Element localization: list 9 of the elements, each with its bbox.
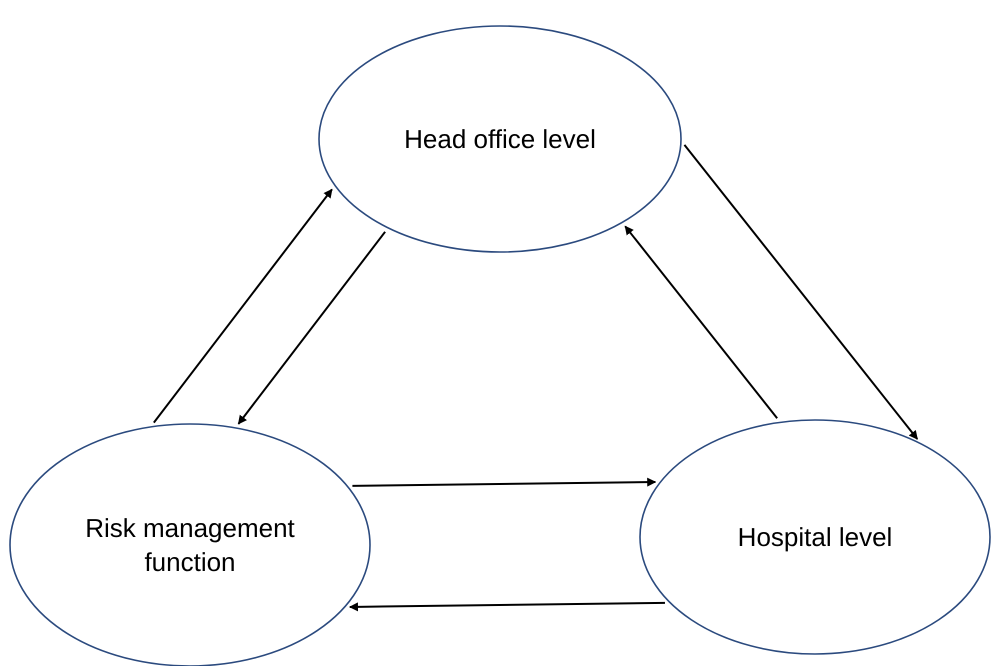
node-label: Head office level: [403, 123, 597, 156]
node-label: Risk management function: [84, 512, 296, 579]
arrow: [238, 231, 386, 425]
arrow: [352, 478, 656, 487]
arrow: [624, 226, 778, 419]
arrow: [153, 188, 333, 424]
node-label: Hospital level: [736, 521, 894, 554]
arrow: [348, 602, 665, 612]
arrow: [684, 144, 918, 440]
